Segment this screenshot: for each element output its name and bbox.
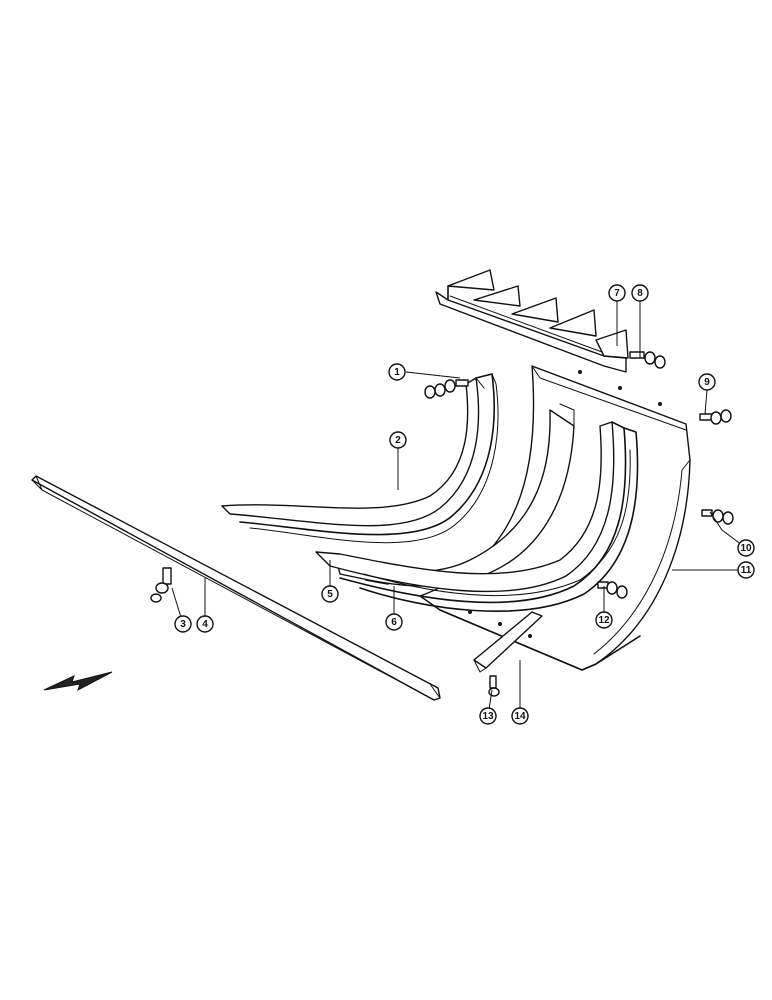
callout-label: 10 xyxy=(740,543,752,554)
callout-6: 6 xyxy=(385,613,403,631)
callout-circle xyxy=(737,561,755,579)
callout-circle xyxy=(608,284,626,302)
callout-4: 4 xyxy=(196,615,214,633)
callout-circle xyxy=(385,613,403,631)
callout-circle xyxy=(174,615,192,633)
part-2-curved-channel xyxy=(221,373,499,544)
callout-2: 2 xyxy=(389,431,407,449)
callout-7: 7 xyxy=(608,284,626,302)
part-1-bolt xyxy=(424,379,469,399)
part-4-angle-bar xyxy=(31,475,441,701)
callout-label: 5 xyxy=(327,589,333,600)
part-7-top-bracket xyxy=(435,269,629,373)
callout-label: 3 xyxy=(180,619,186,630)
callout-label: 7 xyxy=(614,288,620,299)
part-3-bolt xyxy=(150,567,172,603)
callout-circle xyxy=(595,611,613,629)
callout-3: 3 xyxy=(174,615,192,633)
callout-label: 4 xyxy=(202,619,208,630)
callout-label: 2 xyxy=(395,435,401,446)
part-10-bolt xyxy=(701,509,734,525)
part-8-bolt xyxy=(629,351,666,369)
callout-12: 12 xyxy=(595,611,613,629)
callout-8: 8 xyxy=(631,284,649,302)
callout-label: 13 xyxy=(482,711,494,722)
part-9-bolt xyxy=(699,409,732,425)
callout-10: 10 xyxy=(737,539,755,557)
callout-label: 11 xyxy=(741,565,752,576)
callout-label: 9 xyxy=(704,377,710,388)
callout-circle xyxy=(388,363,406,381)
callout-circle xyxy=(511,707,529,725)
part-11-curved-panel xyxy=(419,365,691,671)
callout-5: 5 xyxy=(321,585,339,603)
callout-label: 6 xyxy=(391,617,397,628)
part-13-bolt xyxy=(488,675,500,697)
callout-13: 13 xyxy=(479,707,497,725)
callout-circle xyxy=(479,707,497,725)
callout-label: 1 xyxy=(394,367,400,378)
callout-circle xyxy=(389,431,407,449)
callout-label: 14 xyxy=(514,711,526,722)
callout-circle xyxy=(698,373,716,391)
part-12-bolt xyxy=(597,581,628,599)
callout-9: 9 xyxy=(698,373,716,391)
direction-arrow-icon xyxy=(43,671,113,692)
callout-14: 14 xyxy=(511,707,529,725)
callout-label: 8 xyxy=(637,288,643,299)
callout-circle xyxy=(196,615,214,633)
callout-label: 12 xyxy=(598,615,610,626)
callout-11: 11 xyxy=(737,561,755,579)
part-14-angle-piece xyxy=(473,611,543,673)
callout-circle xyxy=(321,585,339,603)
callout-1: 1 xyxy=(388,363,406,381)
callout-circle xyxy=(631,284,649,302)
part-5-6-lower-channels xyxy=(315,421,639,612)
callout-circle xyxy=(737,539,755,557)
middle-curved-channel xyxy=(337,403,575,587)
